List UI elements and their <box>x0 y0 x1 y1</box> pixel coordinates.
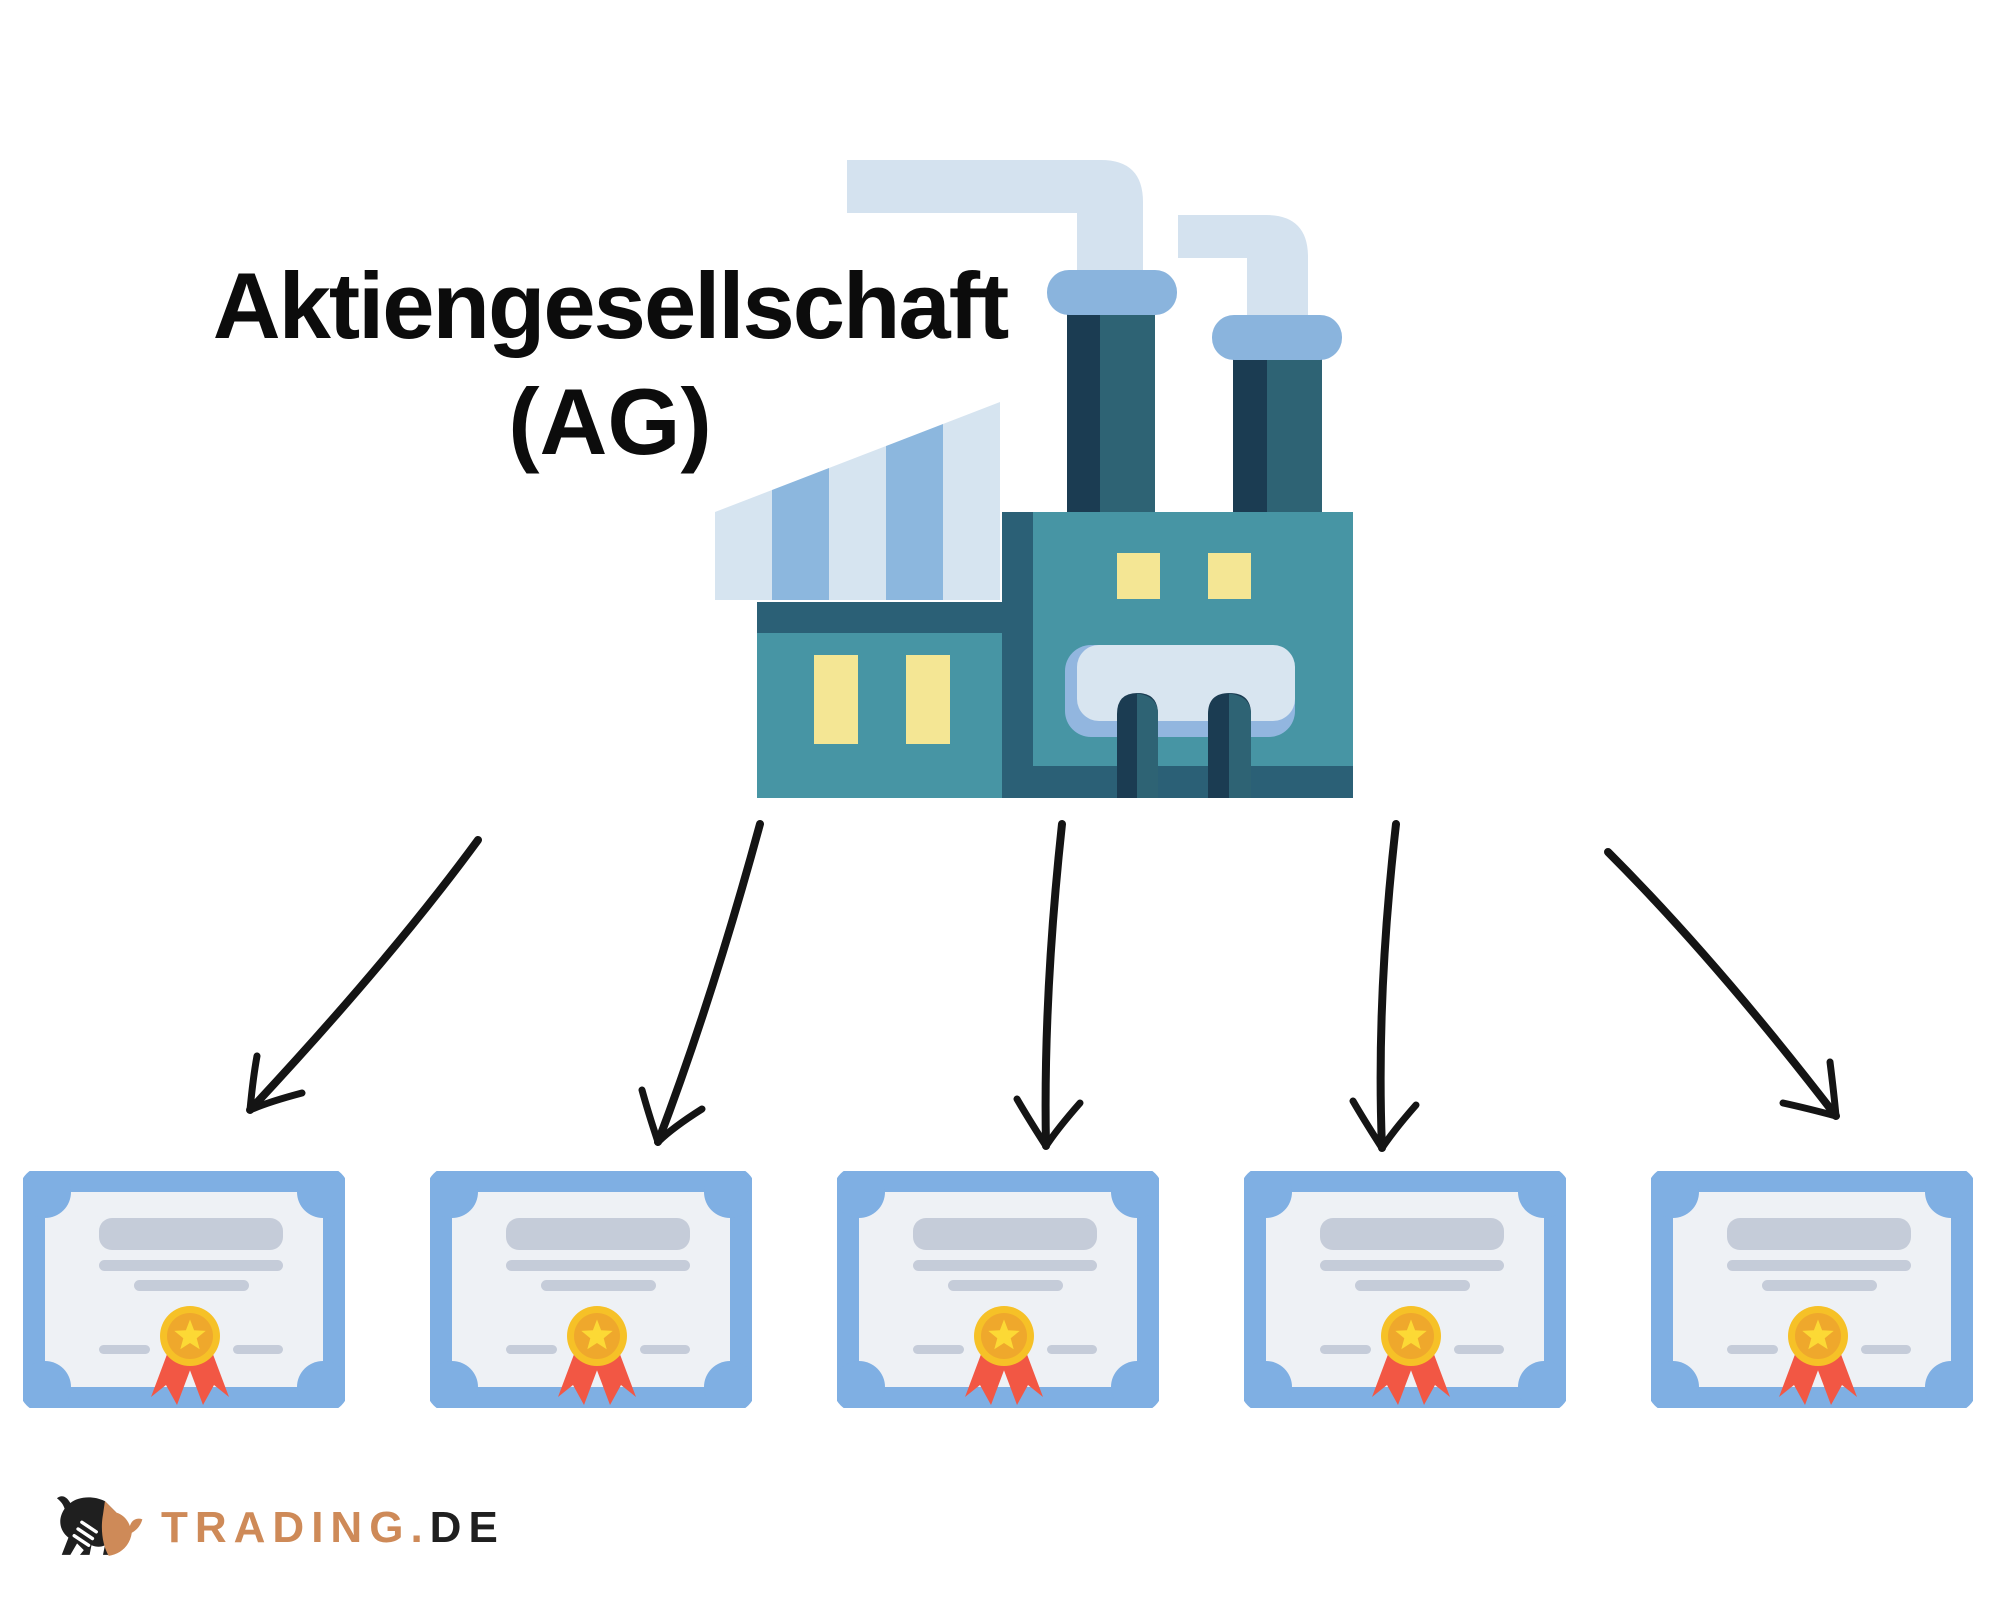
distribution-arrows <box>246 820 1840 1152</box>
chimney <box>1100 312 1155 513</box>
arrow-down-icon <box>1013 820 1084 1150</box>
logo-wordmark: TRADING.DE <box>161 1488 505 1568</box>
logo-brand-text: TRADING <box>161 1503 411 1552</box>
chimney <box>1267 355 1322 513</box>
window <box>814 655 858 744</box>
chimney <box>1067 312 1100 513</box>
arrow-down-icon <box>638 820 764 1146</box>
share-certificate-icon <box>837 1171 1159 1408</box>
window <box>1208 553 1251 599</box>
window <box>906 655 950 744</box>
factory-building-icon <box>715 160 1353 798</box>
arrow-down-icon <box>1349 820 1420 1152</box>
roof-stripe <box>715 490 772 600</box>
certificates-row <box>23 1171 1973 1408</box>
arrow-down-right-icon <box>1604 848 1840 1120</box>
side-building <box>757 633 1002 798</box>
building-base <box>1033 766 1353 798</box>
window <box>1117 553 1160 599</box>
smoke-pipe-icon <box>847 160 1143 270</box>
share-certificate-icon <box>1651 1171 1973 1408</box>
bull-icon <box>56 1496 143 1556</box>
pillar <box>1137 693 1158 798</box>
share-certificate-icon <box>1244 1171 1566 1408</box>
entrance <box>1077 645 1295 721</box>
speed-lines <box>72 1520 98 1547</box>
arrow-down-left-icon <box>246 836 482 1114</box>
building-wall <box>1002 512 1033 798</box>
chimney-cap <box>1047 270 1177 315</box>
roof-stripe <box>943 402 1000 600</box>
pillar <box>1229 693 1251 798</box>
share-certificate-icon <box>430 1171 752 1408</box>
logo-tld-text: DE <box>429 1503 505 1552</box>
roof-stripe <box>772 468 829 600</box>
roof-stripe <box>886 424 943 600</box>
chimney-cap <box>1212 315 1342 360</box>
logo-dot: . <box>410 1503 430 1552</box>
roof-stripe <box>829 446 886 600</box>
bull-head <box>101 1501 143 1556</box>
smoke-pipe-icon <box>1178 215 1308 317</box>
chimney <box>1233 355 1267 513</box>
trading-de-logo: TRADING.DE <box>55 1488 505 1568</box>
share-certificate-icon <box>23 1171 345 1408</box>
building-band <box>757 602 1002 633</box>
